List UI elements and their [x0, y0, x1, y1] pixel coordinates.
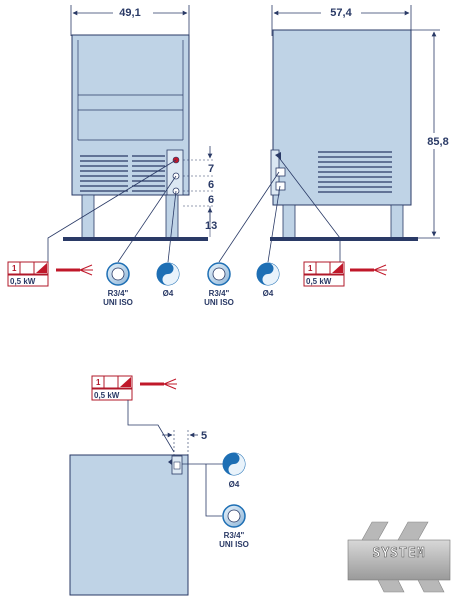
front-view: 49,1 [47, 5, 217, 263]
front-phase-label: 1 [12, 264, 17, 273]
front-vent-grille [80, 155, 165, 192]
side-cabinet [272, 29, 412, 206]
height-label: 85,8 [427, 136, 448, 148]
top-phase-label: 1 [96, 378, 101, 387]
top-inlet-label-1: R3/4" [224, 531, 245, 540]
side-phase-label: 1 [308, 264, 313, 273]
side-power-label: 0,5 kW [306, 277, 332, 286]
front-drain-label: Ø4 [163, 289, 174, 298]
top-cabinet [69, 454, 189, 596]
system-logo: SYSTEM [347, 515, 451, 593]
foot-height-label: 13 [205, 220, 217, 232]
front-electrical-spec: 1 0,5 kW [7, 261, 93, 287]
side-drain: Ø4 [256, 262, 280, 298]
side-floor [270, 237, 418, 241]
spacing-1-label: 7 [208, 163, 214, 175]
front-inlet-label-2: UNI ISO [103, 298, 133, 307]
top-view: 1 0,5 kW 5 [69, 375, 225, 596]
top-drain: Ø4 [222, 452, 246, 489]
front-width-label: 49,1 [119, 7, 140, 19]
front-drain: Ø4 [156, 262, 180, 298]
side-water-inlet: R3/4" UNI ISO [204, 262, 234, 307]
spacing-3-label: 6 [208, 194, 214, 206]
side-drain-label: Ø4 [263, 289, 274, 298]
side-leg-left [282, 204, 296, 239]
side-vent-grille [318, 151, 392, 193]
side-view: 57,4 85,8 [218, 5, 453, 263]
side-leg-right [390, 204, 404, 239]
top-power-label: 0,5 kW [94, 391, 120, 400]
front-inlet-label-1: R3/4" [108, 289, 129, 298]
side-inlet-label-2: UNI ISO [204, 298, 234, 307]
top-drain-label: Ø4 [229, 480, 240, 489]
side-electrical-spec: 1 0,5 kW [303, 261, 387, 287]
front-water-inlet: R3/4" UNI ISO [103, 262, 133, 307]
spacing-2-label: 6 [208, 179, 214, 191]
top-water-inlet: R3/4" UNI ISO [219, 504, 249, 549]
front-power-label: 0,5 kW [10, 277, 36, 286]
logo-text: SYSTEM [373, 546, 426, 561]
side-inlet-label-1: R3/4" [209, 289, 230, 298]
top-inlet-label-2: UNI ISO [219, 540, 249, 549]
side-depth-label: 57,4 [330, 7, 352, 19]
front-floor [63, 237, 208, 241]
front-leg-right [165, 194, 179, 239]
top-offset-label: 5 [201, 430, 207, 442]
